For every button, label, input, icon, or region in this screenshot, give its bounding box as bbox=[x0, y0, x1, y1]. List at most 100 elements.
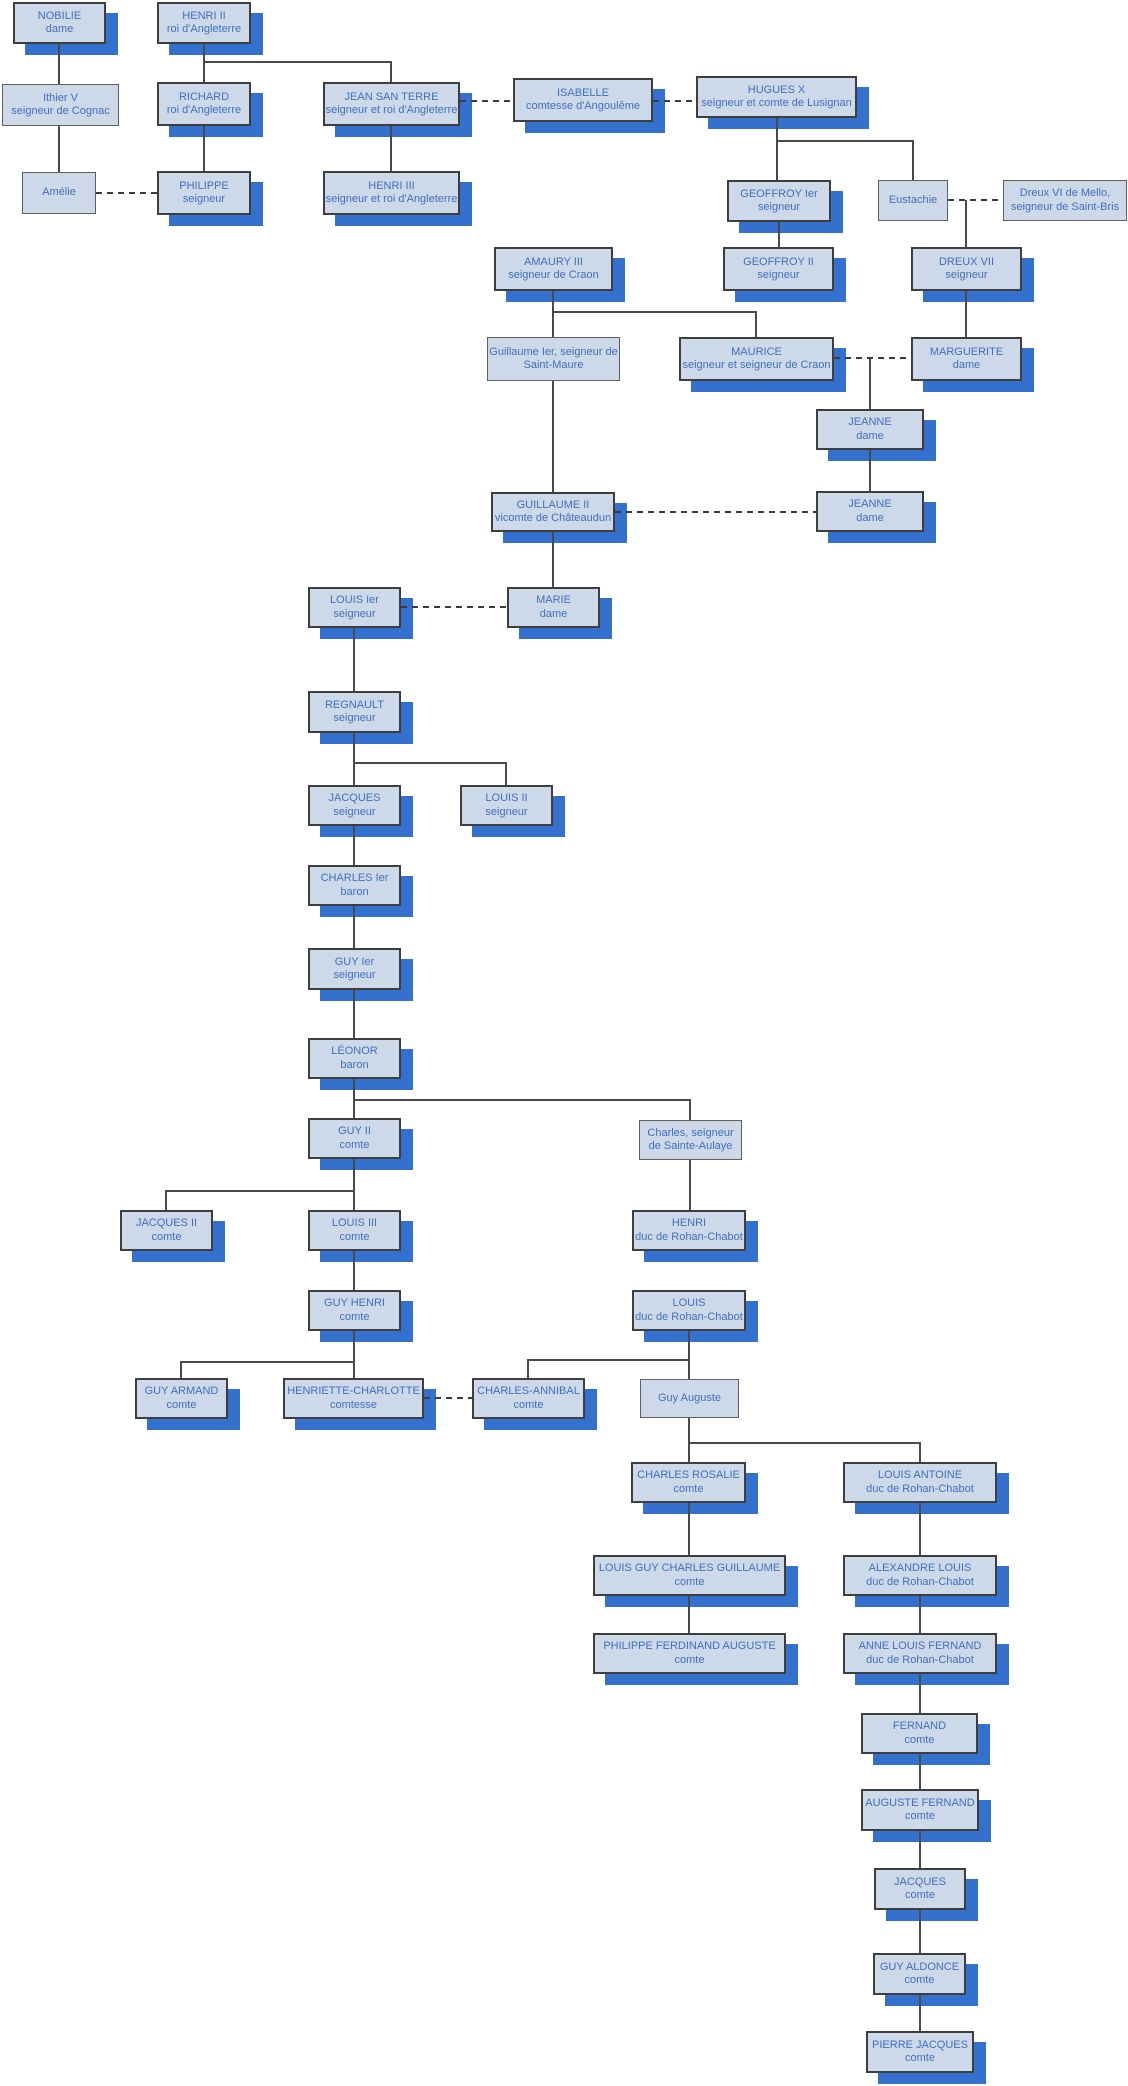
person-title: comte bbox=[905, 1889, 935, 1901]
person-title: comtesse bbox=[329, 1398, 378, 1411]
person-title: seigneur et roi d'Angleterre bbox=[325, 104, 458, 116]
person-name: JACQUES bbox=[894, 1875, 946, 1888]
person-title: dame bbox=[539, 607, 568, 620]
person-name: Charles, seigneur bbox=[647, 1126, 734, 1139]
person-node-eustachie[interactable]: Eustachie bbox=[878, 180, 948, 221]
person-name: LÉONOR bbox=[331, 1045, 378, 1057]
person-title: dame bbox=[45, 23, 74, 35]
person-name: GEOFFROY Ier bbox=[740, 187, 818, 200]
person-name: LOUIS II bbox=[485, 792, 528, 804]
person-title: dame bbox=[952, 359, 981, 371]
person-node-dreux-vi[interactable]: Dreux VI de Mello,seigneur de Saint-Bris bbox=[1003, 180, 1127, 221]
person-name: NOBILIE bbox=[37, 9, 82, 22]
person-title: duc de Rohan-Chabot bbox=[866, 1653, 974, 1666]
person-node-amelie[interactable]: Amélie bbox=[22, 172, 96, 214]
person-name: CHARLES-ANNIBAL bbox=[477, 1385, 580, 1397]
person-name: GUY Ier bbox=[334, 955, 375, 968]
person-title: seigneur bbox=[333, 969, 376, 981]
person-name: ISABELLE bbox=[557, 86, 609, 99]
person-name: HENRI II bbox=[182, 9, 226, 22]
person-title: comte bbox=[904, 1733, 935, 1746]
person-name: LOUIS GUY CHARLES GUILLAUME bbox=[598, 1562, 781, 1574]
person-title: Saint-Maure bbox=[523, 359, 584, 371]
person-title: comte bbox=[905, 2052, 935, 2064]
person-name: Guillaume Ier, seigneur de bbox=[489, 345, 618, 358]
person-name: Guy Auguste bbox=[658, 1391, 721, 1404]
descent-connector bbox=[527, 1359, 689, 1378]
person-name: LOUIS ANTOINE bbox=[877, 1469, 963, 1481]
person-name: HENRI III bbox=[368, 179, 415, 192]
person-title: comte bbox=[905, 1810, 935, 1822]
person-name: Dreux VI de Mello, bbox=[1019, 187, 1111, 199]
person-name: DREUX VII bbox=[938, 255, 994, 268]
person-node-guy-auguste[interactable]: Guy Auguste bbox=[640, 1379, 739, 1418]
person-title: comte bbox=[339, 1138, 370, 1151]
person-title: seigneur bbox=[182, 193, 226, 205]
person-name: MARGUERITE bbox=[929, 345, 1004, 358]
person-name: REGNAULT bbox=[324, 698, 385, 711]
person-title: duc de Rohan-Chabot bbox=[635, 1310, 743, 1323]
person-title: seigneur bbox=[757, 269, 800, 281]
person-name: JACQUES II bbox=[135, 1217, 198, 1229]
person-title: comte bbox=[674, 1575, 705, 1588]
descent-connector bbox=[204, 61, 392, 82]
person-name: Amélie bbox=[42, 186, 76, 199]
person-name: AUGUSTE FERNAND bbox=[865, 1796, 975, 1809]
person-title: baron bbox=[340, 1058, 369, 1071]
person-name: GUY ALDONCE bbox=[879, 1960, 960, 1973]
descent-connector bbox=[165, 1190, 354, 1210]
person-name: HENRI bbox=[671, 1217, 707, 1229]
person-name: CHARLES Ier bbox=[320, 872, 389, 884]
person-title: comte bbox=[674, 1653, 705, 1666]
